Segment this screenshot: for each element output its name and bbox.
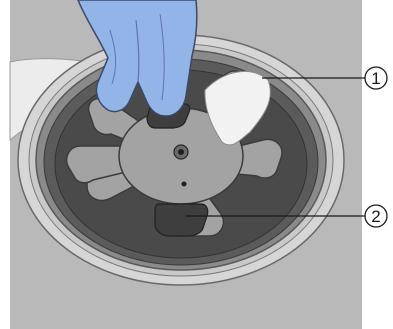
callout-1: 1 bbox=[365, 67, 387, 89]
callout-2-label: 2 bbox=[371, 207, 380, 226]
callout-2: 2 bbox=[365, 205, 387, 227]
callout-1-label: 1 bbox=[371, 69, 380, 88]
